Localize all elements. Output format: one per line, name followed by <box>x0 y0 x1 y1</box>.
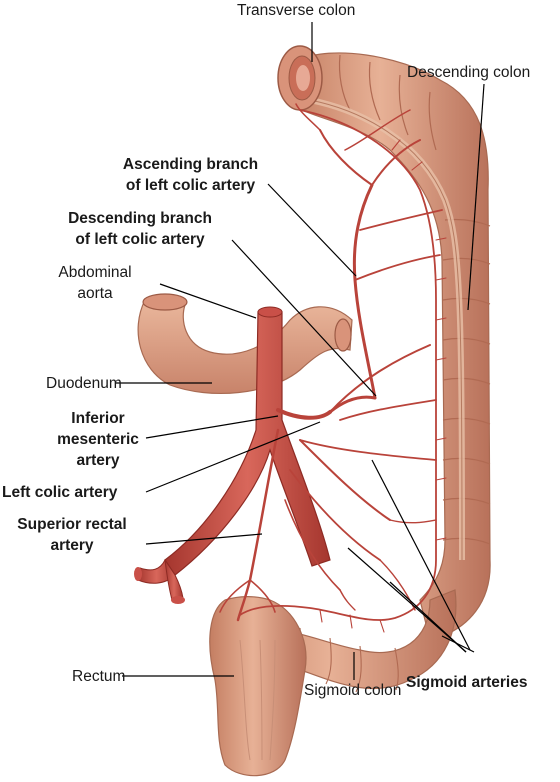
transverse-colon-cut-end <box>277 45 323 111</box>
label-descending-branch-line1: Descending branch <box>68 210 212 227</box>
label-duodenum: Duodenum <box>46 375 122 392</box>
label-ima-line3: artery <box>76 452 120 469</box>
descending-colon <box>289 52 491 641</box>
rectum <box>209 596 307 777</box>
label-superior-rectal-artery: Superior rectal artery <box>2 514 142 556</box>
label-sigmoid-arteries: Sigmoid arteries <box>406 674 528 691</box>
leader-lines <box>116 22 485 680</box>
label-descending-branch: Descending branch of left colic artery <box>50 208 230 250</box>
arterial-network <box>219 103 447 633</box>
label-superior-rectal-line2: artery <box>50 537 94 554</box>
label-abdominal-aorta: Abdominal aorta <box>40 262 150 304</box>
label-descending-colon: Descending colon <box>407 64 531 81</box>
duodenum <box>137 293 353 394</box>
label-ima-line2: mesenteric <box>57 431 139 448</box>
abdominal-aorta <box>134 306 331 604</box>
label-ascending-branch: Ascending branch of left colic artery <box>103 154 278 196</box>
label-inferior-mesenteric-artery: Inferior mesenteric artery <box>50 408 146 471</box>
label-ima-line1: Inferior <box>71 410 125 427</box>
label-rectum: Rectum <box>72 668 126 685</box>
label-ascending-branch-line1: Ascending branch <box>122 156 259 173</box>
label-superior-rectal-line1: Superior rectal <box>17 516 127 533</box>
label-abdominal-aorta-line1: Abdominal <box>58 264 132 281</box>
label-abdominal-aorta-line2: aorta <box>77 285 113 302</box>
label-sigmoid-colon: Sigmoid colon <box>304 682 402 699</box>
label-ascending-branch-line2: of left colic artery <box>125 177 256 194</box>
label-transverse-colon: Transverse colon <box>237 2 356 19</box>
label-left-colic-artery: Left colic artery <box>2 484 118 501</box>
label-descending-branch-line2: of left colic artery <box>75 231 205 248</box>
